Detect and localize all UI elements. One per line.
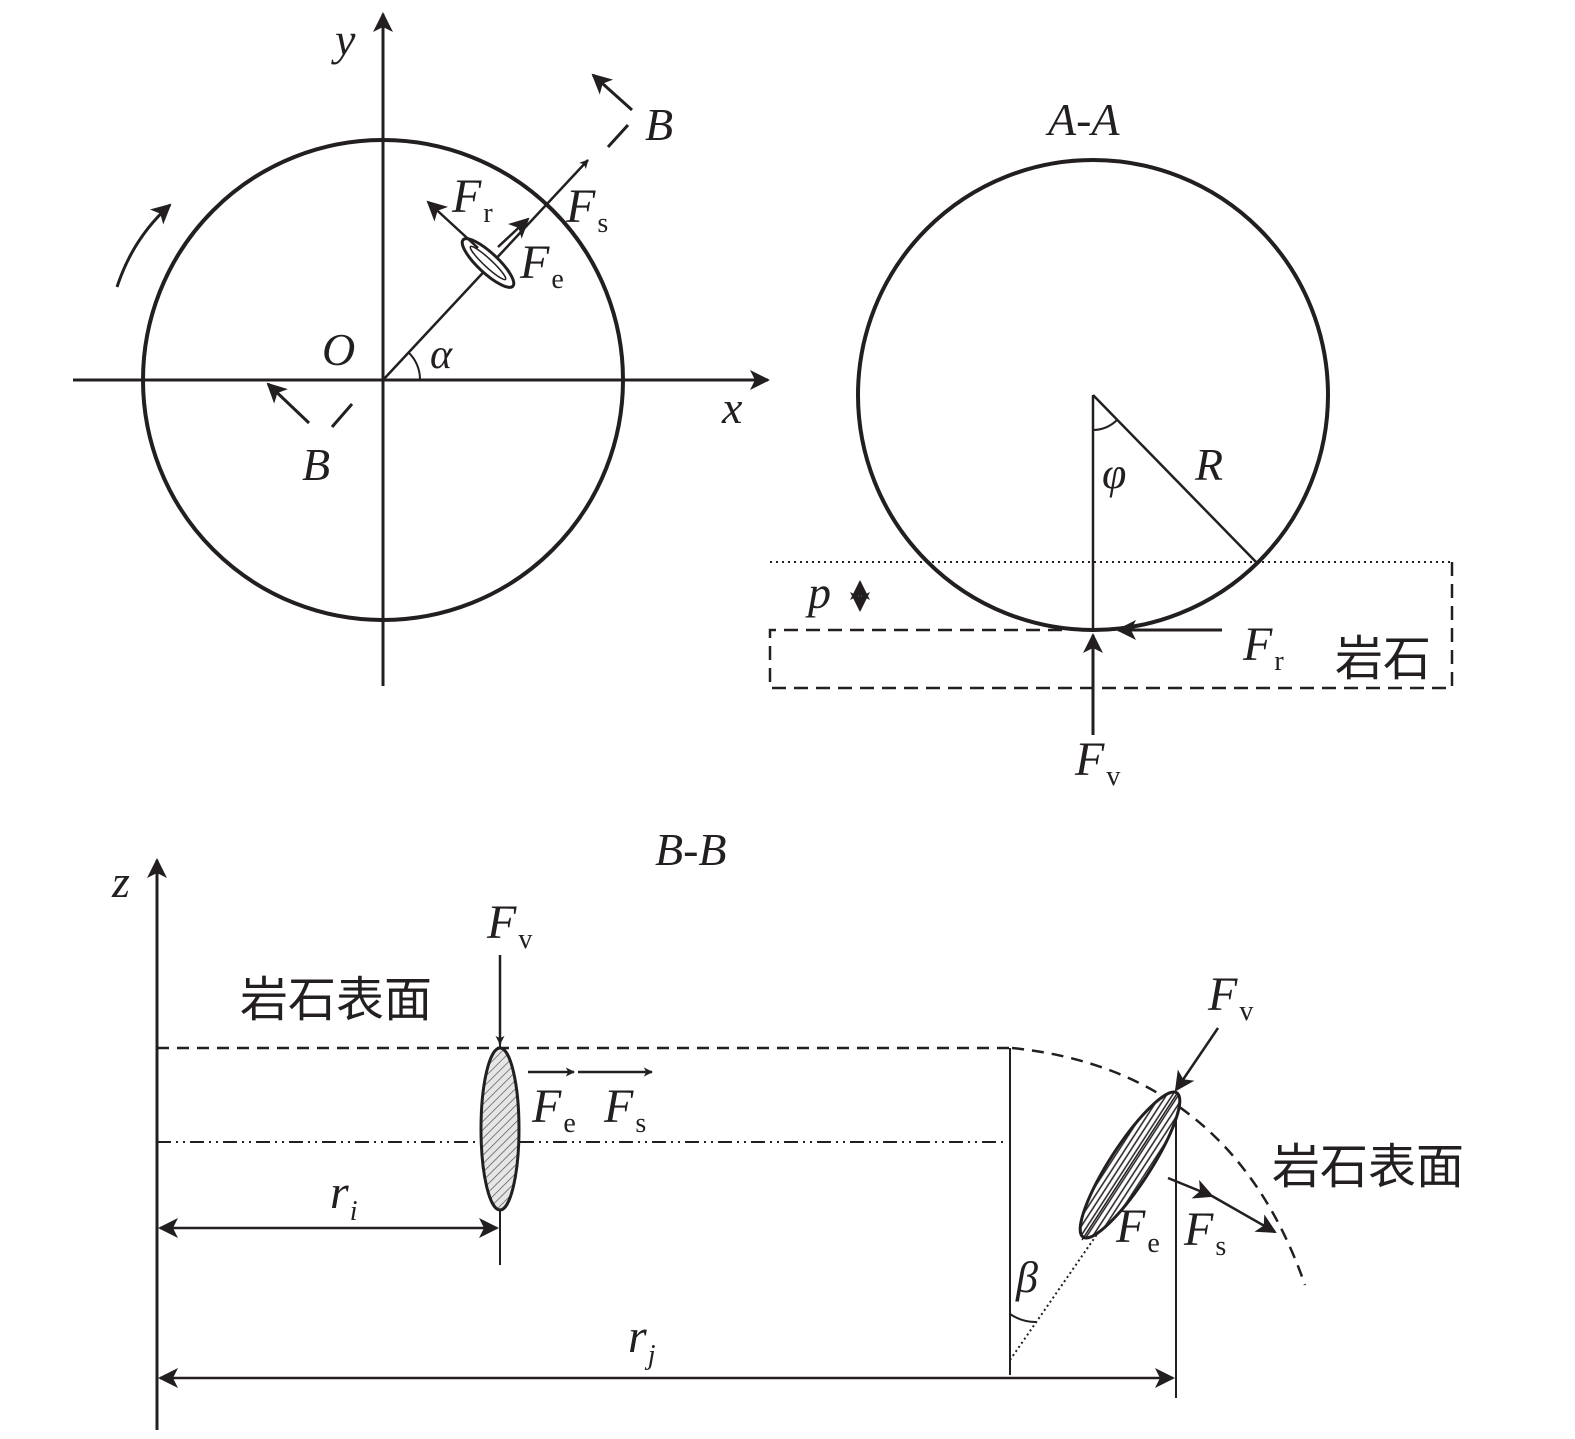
section-bb: B-B z 岩石表面 岩石表面 Fv Fe Fs ri xyxy=(111,824,1464,1430)
force-fr-label: Fr xyxy=(451,170,493,229)
radius-label: R xyxy=(1194,439,1223,490)
y-axis-label: y xyxy=(331,14,356,65)
section-mark-bottom-dash xyxy=(330,403,354,428)
depth-label: p xyxy=(805,567,831,618)
right-fs-label: Fs xyxy=(1183,1203,1226,1262)
top-cutter-inner xyxy=(469,245,507,281)
radius-R-line xyxy=(1092,394,1257,563)
section-aa: A-A φ R p Fr Fv 岩石 xyxy=(768,94,1454,792)
section-mark-top-label: B xyxy=(645,99,673,150)
left-fe-label: Fe xyxy=(531,1080,576,1139)
alpha-arc xyxy=(407,351,422,381)
force-fe-arrow xyxy=(497,217,530,248)
force-fr-arrow xyxy=(426,200,479,249)
rj-label: rj xyxy=(628,1310,656,1371)
section-mark-bottom-arrow xyxy=(266,382,311,425)
right-vertical-force-arrow xyxy=(1174,1027,1220,1092)
alpha-label: α xyxy=(430,332,453,378)
rolling-force-label: Fr xyxy=(1242,618,1284,677)
rotation-arrow xyxy=(115,203,172,288)
top-cutter-disc xyxy=(460,237,516,289)
beta-label: β xyxy=(1015,1253,1038,1302)
beta-ray xyxy=(1009,1229,1101,1361)
section-mark-bottom-label: B xyxy=(302,439,330,490)
rock-surface-right-label: 岩石表面 xyxy=(1272,1139,1464,1195)
left-cutter-disc xyxy=(479,1046,521,1212)
right-fe-label: Fe xyxy=(1115,1200,1160,1259)
rock-surface-left-label: 岩石表面 xyxy=(240,972,432,1028)
top-view: y x O α Fr Fs Fe B B xyxy=(73,12,770,686)
left-fs-label: Fs xyxy=(603,1080,646,1139)
ri-label: ri xyxy=(330,1166,357,1227)
force-fs-label: Fs xyxy=(565,180,608,239)
phi-arc xyxy=(1092,419,1118,431)
beta-arc xyxy=(1009,1313,1037,1324)
phi-label: φ xyxy=(1102,449,1126,498)
force-fe-label: Fe xyxy=(519,236,564,295)
z-axis-label: z xyxy=(111,856,130,907)
section-mark-top-dash xyxy=(606,123,630,149)
section-aa-title: A-A xyxy=(1045,94,1120,145)
rock-surface-curve xyxy=(1011,1046,1307,1286)
section-mark-top-arrow xyxy=(591,73,634,112)
origin-label: O xyxy=(322,324,355,375)
section-bb-title: B-B xyxy=(655,824,727,875)
rock-label: 岩石 xyxy=(1335,631,1431,687)
vertical-force-label: Fv xyxy=(1074,733,1120,792)
right-fs-arrow xyxy=(1211,1194,1277,1234)
right-cutter-axis xyxy=(1081,1091,1179,1241)
x-axis-label: x xyxy=(721,382,743,433)
right-vertical-force-label: Fv xyxy=(1207,968,1253,1027)
left-vertical-force-label: Fv xyxy=(486,896,532,955)
right-fe-arrow xyxy=(1167,1176,1214,1199)
